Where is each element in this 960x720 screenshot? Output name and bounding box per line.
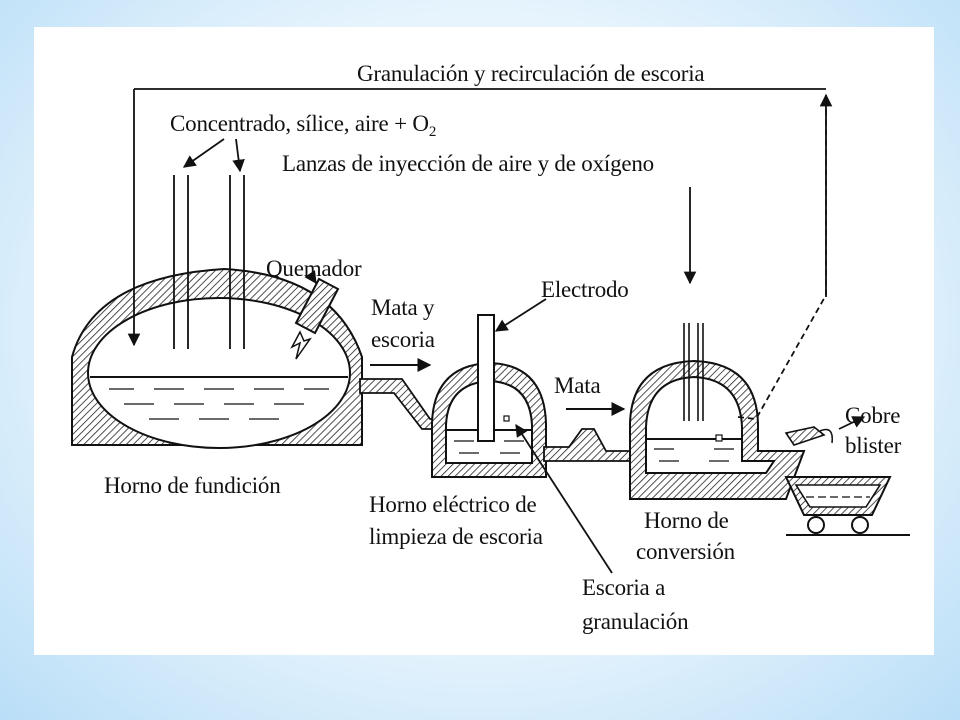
electrode-arrow bbox=[494, 298, 547, 332]
burner-arrow bbox=[304, 270, 317, 285]
label-converting-furnace-1: Horno de bbox=[644, 508, 729, 533]
label-slag-recirculation: Granulación y recirculación de escoria bbox=[357, 61, 705, 86]
label-matte-and-slag-2: escoria bbox=[371, 327, 435, 352]
label-matte-and-slag-1: Mata y bbox=[371, 295, 435, 320]
label-lances: Lanzas de inyección de aire y de oxígeno bbox=[282, 151, 654, 176]
label-electrode: Electrodo bbox=[541, 277, 629, 302]
smelting-furnace bbox=[71, 175, 363, 449]
blister-arrow bbox=[838, 416, 866, 430]
label-slag-granulation-1: Escoria a bbox=[582, 575, 666, 600]
electrode-rod bbox=[477, 314, 495, 442]
smelting-bath bbox=[109, 388, 329, 420]
blister-spout bbox=[784, 426, 833, 446]
label-feed-subscript: 2 bbox=[428, 124, 437, 140]
furnace-process-diagram bbox=[71, 88, 910, 574]
feed-arrow-right bbox=[232, 138, 245, 173]
label-burner: Quemador bbox=[266, 256, 362, 281]
feed-lances bbox=[173, 175, 245, 349]
label-blister-2: blister bbox=[845, 433, 902, 458]
label-smelting-furnace: Horno de fundición bbox=[104, 473, 281, 498]
launder-cleaning-to-converter bbox=[543, 428, 639, 462]
slag-recirculation-loop bbox=[127, 88, 833, 420]
slag-cleaning-furnace bbox=[431, 314, 547, 478]
label-feed: Concentrado, sílice, aire + O2 bbox=[170, 111, 436, 145]
label-feed-text: Concentrado, sílice, aire + O bbox=[170, 111, 429, 136]
label-cleaning-furnace-2: limpieza de escoria bbox=[369, 524, 543, 549]
label-matte: Mata bbox=[554, 373, 601, 398]
converting-furnace bbox=[629, 323, 806, 500]
label-cleaning-furnace-1: Horno eléctrico de bbox=[369, 492, 537, 517]
label-converting-furnace-2: conversión bbox=[636, 539, 735, 564]
burner bbox=[290, 277, 340, 360]
blister-ladle bbox=[784, 476, 910, 536]
label-blister-1: Cobre bbox=[845, 403, 901, 428]
label-slag-granulation-2: granulación bbox=[582, 609, 689, 634]
cleaning-bath bbox=[454, 440, 524, 454]
feed-arrow-left bbox=[182, 138, 225, 168]
oxygen-lances bbox=[683, 323, 704, 421]
slag-granulation-arrow bbox=[515, 423, 613, 574]
converter-bath bbox=[654, 448, 734, 462]
diagram-slide: Granulación y recirculación de escoria C… bbox=[34, 27, 934, 655]
